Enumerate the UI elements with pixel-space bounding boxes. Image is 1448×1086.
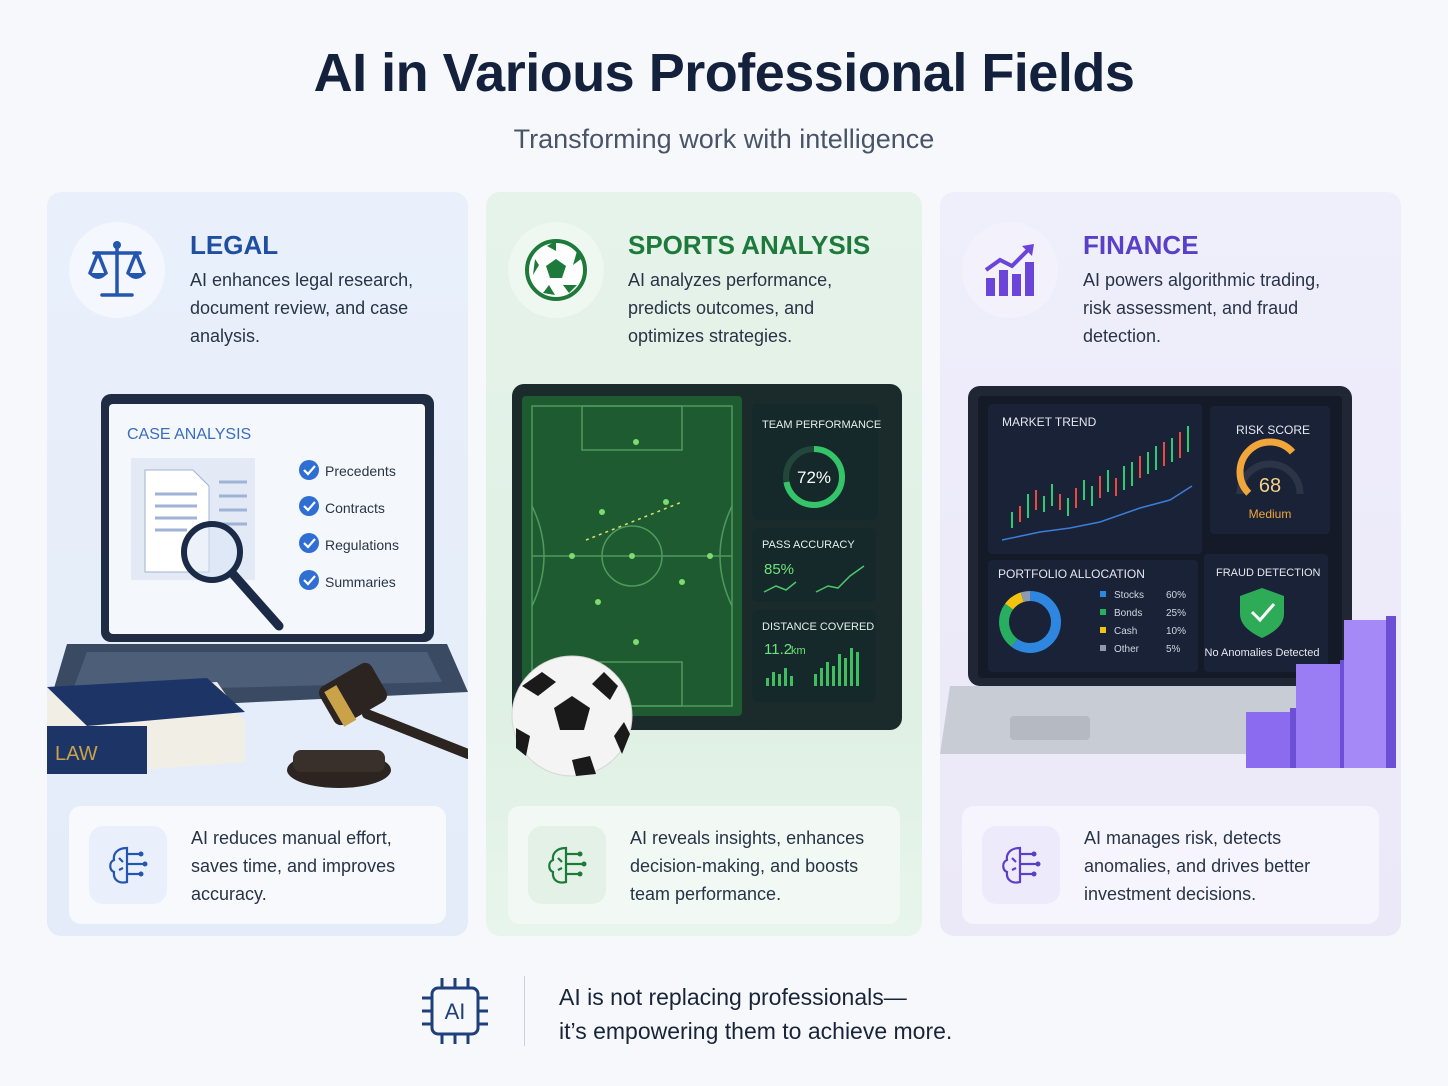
team-performance-label: TEAM PERFORMANCE [762, 419, 881, 431]
risk-score-label: RISK SCORE [1236, 423, 1310, 437]
page-title: AI in Various Professional Fields [313, 43, 1135, 103]
check-icon [299, 460, 319, 480]
pass-accuracy-label: PASS ACCURACY [762, 539, 855, 551]
chip-label: AI [445, 999, 466, 1024]
case-analysis-title: CASE ANALYSIS [127, 426, 251, 443]
legend-swatch [1100, 645, 1106, 651]
sports-heading: SPORTS ANALYSIS [628, 230, 871, 260]
checklist-item: Contracts [325, 500, 385, 516]
footer-divider [524, 976, 525, 1046]
checklist: Precedents Contracts Regulations Summari… [299, 460, 399, 590]
legend-name: Stocks [1114, 590, 1144, 601]
sports-description: AI analyzes performance, predicts outcom… [628, 270, 833, 346]
legend-swatch [1100, 627, 1106, 633]
ai-chip-icon: AI [422, 978, 488, 1044]
footer-line-1: AI is not replacing professionals— [559, 984, 907, 1010]
legal-benefit-text: AI reduces manual effort, saves time, an… [191, 828, 396, 904]
distance-covered-value: 11.2 [764, 641, 792, 658]
legend-pct: 5% [1166, 644, 1181, 655]
brain-circuit-icon [528, 826, 606, 904]
risk-score-value: 68 [1259, 475, 1281, 497]
legal-illustration: CASE ANALYSIS Precedents Contracts Regul… [47, 394, 468, 788]
brain-circuit-icon [89, 826, 167, 904]
legal-benefit-card: AI reduces manual effort, saves time, an… [69, 806, 446, 924]
fraud-status: No Anomalies Detected [1205, 647, 1320, 659]
team-performance-value: 72% [797, 468, 831, 487]
pass-accuracy-value: 85% [764, 561, 794, 578]
growth-chart-icon [962, 222, 1058, 318]
check-icon [299, 496, 319, 516]
book-label: LAW [55, 743, 98, 765]
brain-circuit-icon [982, 826, 1060, 904]
law-book-icon: LAW [47, 678, 245, 774]
risk-score-gauge [1236, 438, 1296, 496]
fraud-detection-label: FRAUD DETECTION [1216, 567, 1321, 579]
check-icon [299, 570, 319, 590]
footer-line-2: it’s empowering them to achieve more. [559, 1018, 953, 1044]
finance-description: AI powers algorithmic trading, risk asse… [1083, 270, 1321, 346]
legend-name: Bonds [1114, 608, 1142, 619]
distance-covered-label: DISTANCE COVERED [762, 621, 874, 633]
checklist-item: Regulations [325, 537, 399, 553]
donut-slice-other [999, 591, 1061, 653]
legal-panel: LEGAL AI enhances legal research, docume… [47, 192, 468, 936]
legal-heading: LEGAL [190, 230, 279, 260]
legend-name: Other [1114, 644, 1140, 655]
donut-slice-bonds [999, 591, 1061, 653]
legend-name: Cash [1114, 626, 1137, 637]
portfolio-legend: Stocks 60% Bonds 25% Cash 10% Other 5% [1100, 590, 1186, 655]
check-icon [299, 533, 319, 553]
finance-benefit-text: AI manages risk, detects anomalies, and … [1084, 828, 1311, 904]
growth-bars-illustration [1246, 616, 1396, 768]
legend-pct: 25% [1166, 608, 1186, 619]
legend-swatch [1100, 591, 1106, 597]
footer-tagline: AI is not replacing professionals— it’s … [559, 980, 952, 1048]
finance-illustration: MARKET TREND RISK SCORE 68 Medium PORTFO… [940, 386, 1396, 768]
legend-pct: 60% [1166, 590, 1186, 601]
team-performance-ring [783, 446, 845, 508]
page-subtitle: Transforming work with intelligence [513, 124, 935, 154]
risk-score-level: Medium [1249, 507, 1292, 521]
checklist-item: Precedents [325, 463, 396, 479]
distance-covered-unit: km [791, 645, 806, 657]
portfolio-donut [999, 591, 1061, 653]
soccer-ball-icon [508, 222, 604, 318]
candlestick-chart [1011, 426, 1189, 528]
finance-heading: FINANCE [1083, 230, 1199, 260]
sports-panel: SPORTS ANALYSIS AI analyzes performance,… [486, 192, 922, 936]
legend-pct: 10% [1166, 626, 1186, 637]
magnifier-icon [181, 521, 284, 631]
market-trend-label: MARKET TREND [1002, 415, 1097, 429]
legend-swatch [1100, 609, 1106, 615]
finance-panel: FINANCE AI powers algorithmic trading, r… [940, 192, 1401, 936]
gavel-icon [287, 662, 468, 788]
sports-benefit-text: AI reveals insights, enhances decision-m… [630, 828, 865, 904]
soccer-ball-illustration [511, 655, 633, 777]
shield-check-icon [1240, 588, 1284, 638]
sports-benefit-card: AI reveals insights, enhances decision-m… [508, 806, 900, 924]
legal-description: AI enhances legal research, document rev… [190, 270, 414, 346]
scales-of-justice-icon [69, 222, 165, 318]
finance-benefit-card: AI manages risk, detects anomalies, and … [962, 806, 1379, 924]
checklist-item: Summaries [325, 574, 396, 590]
portfolio-label: PORTFOLIO ALLOCATION [998, 567, 1145, 581]
sports-illustration: TEAM PERFORMANCE 72% PASS ACCURACY 85% D… [511, 384, 902, 777]
